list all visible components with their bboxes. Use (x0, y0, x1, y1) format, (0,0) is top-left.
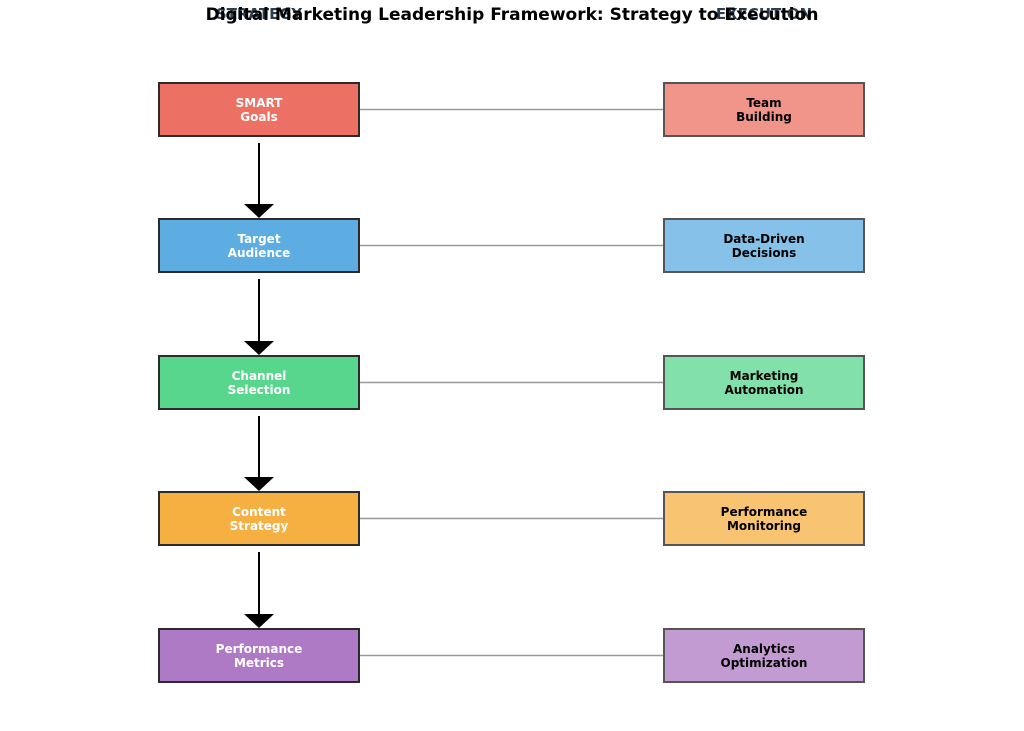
execution-node-performance-monitoring: Performance Monitoring (663, 491, 865, 546)
execution-node-analytics-optimization: Analytics Optimization (663, 628, 865, 683)
execution-node-data-driven-decisions: Data-Driven Decisions (663, 218, 865, 273)
strategy-node-smart-goals: SMART Goals (158, 82, 360, 137)
execution-column-header: EXECUTION (715, 5, 813, 23)
diagram-title: Digital Marketing Leadership Framework: … (205, 5, 819, 25)
strategy-node-content-strategy: Content Strategy (158, 491, 360, 546)
vertical-arrowhead (244, 341, 274, 355)
vertical-arrowhead (244, 477, 274, 491)
strategy-node-channel-selection: Channel Selection (158, 355, 360, 410)
strategy-node-target-audience: Target Audience (158, 218, 360, 273)
strategy-column-header: STRATEGY (215, 5, 303, 23)
vertical-arrowhead (244, 614, 274, 628)
execution-node-team-building: Team Building (663, 82, 865, 137)
execution-node-marketing-automation: Marketing Automation (663, 355, 865, 410)
strategy-node-performance-metrics: Performance Metrics (158, 628, 360, 683)
vertical-arrowhead (244, 204, 274, 218)
